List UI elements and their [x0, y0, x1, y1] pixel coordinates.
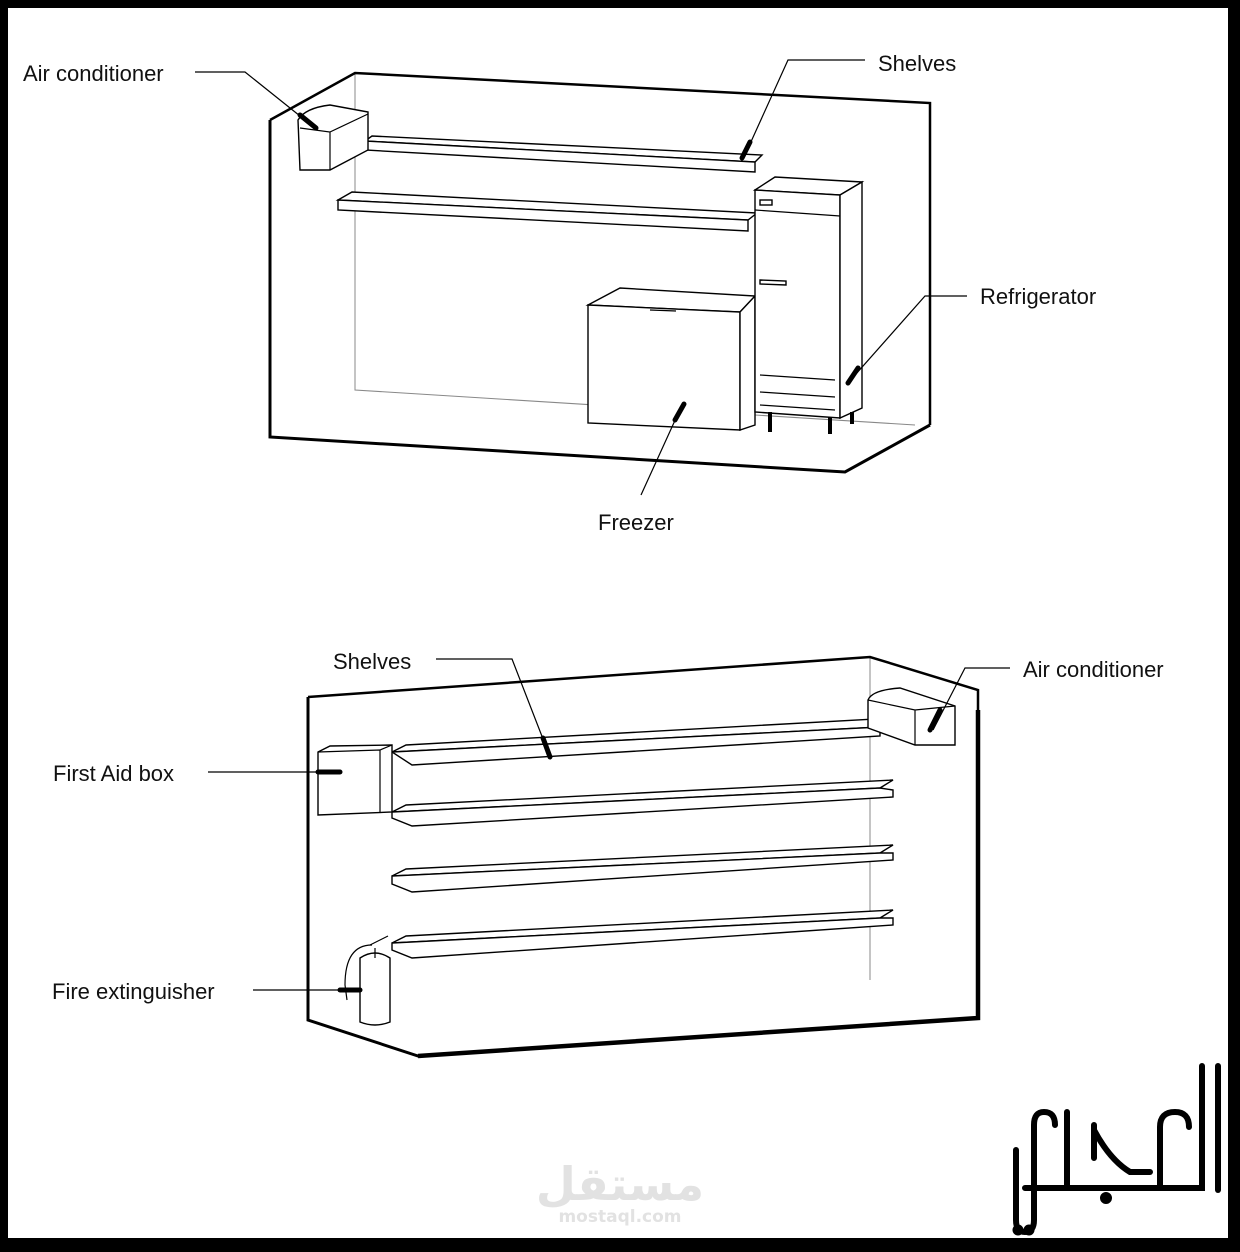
- first-aid-box: [317, 744, 393, 816]
- bottom-shelves: [389, 717, 896, 959]
- label-air-conditioner-bottom: Air conditioner: [1023, 657, 1164, 682]
- label-freezer: Freezer: [598, 510, 674, 535]
- top-room: Air conditioner Shelves Refrigerator Fre…: [23, 51, 1096, 535]
- refrigerator-unit: [752, 176, 865, 434]
- floor-outline: [268, 120, 931, 474]
- label-first-aid-box: First Aid box: [53, 761, 174, 786]
- label-air-conditioner-top: Air conditioner: [23, 61, 164, 86]
- label-shelves-bottom: Shelves: [333, 649, 411, 674]
- air-conditioner-unit-bottom: [867, 687, 956, 746]
- watermark-site: mostaql.com: [558, 1207, 681, 1227]
- label-refrigerator: Refrigerator: [980, 284, 1096, 309]
- freezer-unit: [585, 287, 757, 431]
- top-shelves: [335, 135, 764, 232]
- watermark: مستقل mostaql.com: [536, 1157, 704, 1227]
- label-fire-extinguisher: Fire extinguisher: [52, 979, 215, 1004]
- label-shelves-top: Shelves: [878, 51, 956, 76]
- fire-extinguisher-unit: [344, 935, 391, 1026]
- watermark-arabic: مستقل: [536, 1157, 704, 1211]
- logo: [1012, 1063, 1221, 1236]
- bottom-room: Shelves Air conditioner First Aid box Fi…: [52, 649, 1164, 1059]
- air-conditioner-unit-top: [297, 104, 369, 171]
- wall-outline-top: [269, 71, 932, 425]
